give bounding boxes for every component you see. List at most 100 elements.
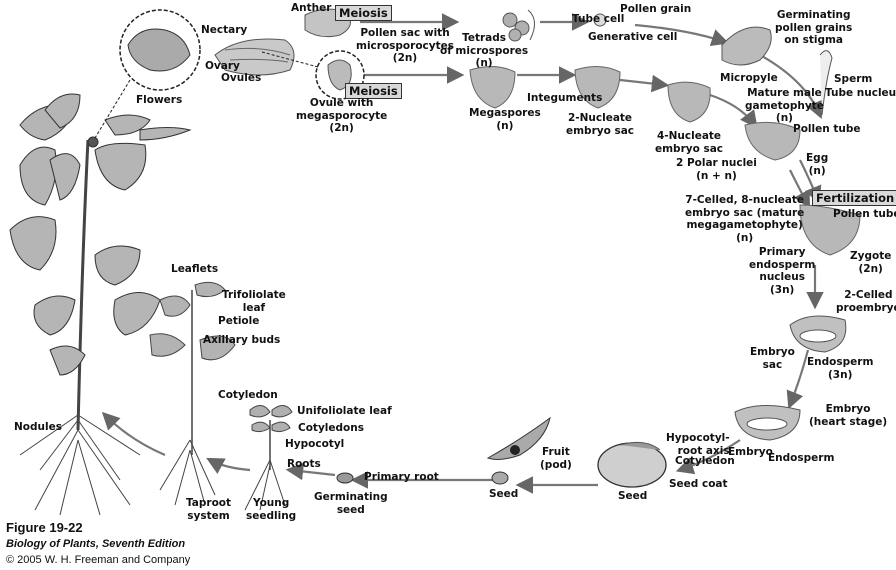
- label-line: (n): [808, 164, 826, 177]
- label-line: Mature male: [747, 87, 822, 99]
- label-primary-root: Primary root: [364, 471, 439, 483]
- label-micropyle: Micropyle: [720, 72, 778, 84]
- arrow-2nuc-to-4nuc: [619, 74, 670, 93]
- label-7-celled-embryo-sac: 7-Celled, 8-nucleate embryo sac (mature …: [685, 194, 804, 244]
- label-line: (heart stage): [809, 415, 888, 428]
- label-fruit-pod: Fruit (pod): [540, 446, 572, 471]
- label-line: Embryo: [750, 346, 795, 358]
- arrow-heart-to-seed: [675, 439, 741, 475]
- label-line: Tetrads: [462, 32, 507, 44]
- arrow-germinating-to-seedling: [285, 462, 336, 481]
- label-line: 2 Polar nuclei: [676, 157, 757, 169]
- label-line: (pod): [540, 458, 572, 471]
- label-line: (n): [736, 231, 754, 244]
- label-cotyledons: Cotyledons: [298, 422, 364, 434]
- label-line: Hypocotyl-: [666, 432, 730, 444]
- arrow-mature-to-fertil: [789, 169, 811, 209]
- flowers-inset: [94, 9, 201, 139]
- label-line: 7-Celled, 8-nucleate: [685, 194, 805, 206]
- label-endosperm-3n: Endosperm (3n): [807, 356, 873, 381]
- label-line: system: [187, 509, 230, 522]
- label-endosperm: Endosperm: [768, 452, 835, 464]
- label-cotyledon-seed: Cotyledon: [675, 455, 735, 467]
- mature-plant-roots: [19, 414, 141, 516]
- label-trifoliolate-leaf: Trifoliolate leaf: [222, 289, 286, 314]
- label-line: root axis: [677, 444, 730, 457]
- label-tetrads: Tetrads of microspores (n): [440, 32, 528, 70]
- label-line: 2-Celled: [844, 289, 893, 301]
- label-flowers: Flowers: [136, 94, 183, 106]
- arrow-4nuc-to-mature: [709, 93, 758, 129]
- young-seedling-illustration: [244, 405, 293, 511]
- label-seed-small: Seed: [489, 488, 519, 500]
- label-germinating-seed: Germinating seed: [314, 491, 388, 516]
- label-pollen-tube-1: Pollen tube: [793, 123, 861, 135]
- figure-copyright: © 2005 W. H. Freeman and Company: [6, 554, 191, 566]
- arrow-taproot-to-mature: [101, 411, 166, 457]
- label-pollen-tube-2: Pollen tube: [833, 208, 896, 220]
- label-line: pollen grains: [775, 21, 853, 34]
- label-generative-cell: Generative cell: [588, 31, 678, 43]
- label-leaflets: Leaflets: [171, 263, 219, 275]
- label-seed-coat: Seed coat: [669, 478, 728, 490]
- meiosis-box-microsporogenesis: Meiosis: [335, 5, 392, 21]
- label-roots: Roots: [287, 458, 321, 470]
- label-line: (3n): [828, 368, 853, 381]
- label-embryo: Embryo: [728, 446, 773, 458]
- label-line: seed: [336, 503, 365, 516]
- embryo-development: [734, 315, 847, 441]
- label-line: (n): [496, 119, 514, 132]
- fertilization-box: Fertilization: [812, 190, 896, 206]
- label-mature-male-gametophyte: Mature male gametophyte (n): [745, 87, 824, 125]
- label-line: gametophyte: [745, 99, 824, 112]
- label-line: Trifoliolate: [222, 289, 286, 301]
- label-line: Primary: [758, 246, 806, 258]
- ovule-stages: [469, 66, 861, 256]
- label-germinating-pollen: Germinating pollen grains on stigma: [775, 9, 852, 47]
- label-line: Germinating: [314, 491, 388, 503]
- label-tube-cell: Tube cell: [572, 13, 625, 25]
- label-nodules: Nodules: [14, 421, 62, 433]
- label-line: embryo sac: [655, 142, 724, 155]
- label-line: seedling: [246, 509, 297, 522]
- label-line: (2n): [392, 52, 418, 64]
- label-primary-endosperm: Primary endosperm nucleus (3n): [749, 246, 815, 296]
- label-petiole: Petiole: [218, 315, 260, 327]
- mature-plant-illustration: [9, 93, 192, 431]
- label-young-seedling: Young seedling: [246, 497, 296, 522]
- label-line: embryo sac: [566, 124, 635, 137]
- label-hypocotyl-root-axis: Hypocotyl- root axis: [666, 432, 730, 457]
- label-line: Embryo: [825, 403, 871, 415]
- label-line: Germinating: [776, 9, 851, 21]
- label-taproot-system: Taproot system: [186, 497, 231, 522]
- label-integuments: Integuments: [527, 92, 603, 104]
- germinating-seed-illustration: [336, 472, 354, 484]
- label-line: embryo sac (mature: [685, 206, 805, 219]
- label-anther: Anther: [291, 2, 332, 14]
- label-line: microsporocytes: [356, 39, 454, 52]
- label-tube-nucleus: Tube nucleus: [825, 87, 896, 99]
- label-line: of microspores: [440, 44, 529, 57]
- label-ovule-megasporocyte: Ovule with megasporocyte (2n): [296, 97, 387, 135]
- figure-title: Figure 19-22: [6, 520, 83, 535]
- label-seed-large: Seed: [618, 490, 648, 502]
- taproot-plant-illustration: [149, 281, 236, 506]
- label-embryo-heart-stage: Embryo (heart stage): [809, 403, 887, 428]
- label-line: Taproot: [186, 497, 232, 509]
- label-line: (2n): [858, 262, 883, 275]
- label-cotyledon-plant: Cotyledon: [218, 389, 278, 401]
- label-line: (n): [475, 57, 493, 69]
- label-polar-nuclei: 2 Polar nuclei (n + n): [676, 157, 757, 182]
- label-line: proembryo: [836, 301, 896, 314]
- label-unifoliolate-leaf: Unifoliolate leaf: [297, 405, 392, 417]
- label-2-celled-proembryo: 2-Celled proembryo: [836, 289, 896, 314]
- arrow-seedling-to-taproot: [206, 457, 251, 474]
- label-line: nucleus: [759, 271, 805, 283]
- label-ovules: Ovules: [221, 72, 262, 84]
- label-pollen-grain: Pollen grain: [620, 3, 692, 15]
- label-sperm: Sperm: [834, 73, 873, 85]
- stigma-illustration: [721, 26, 772, 66]
- label-line: Egg: [806, 152, 829, 164]
- label-line: (2n): [329, 122, 354, 134]
